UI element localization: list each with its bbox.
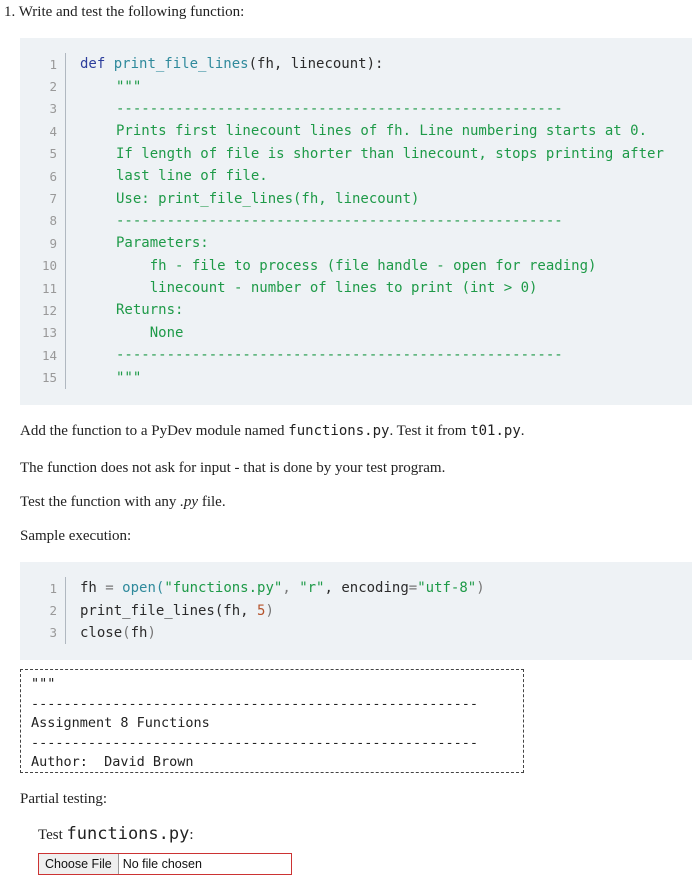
code-line: 3 --------------------------------------… bbox=[20, 97, 692, 121]
output-line: Assignment 8 Functions bbox=[31, 715, 210, 731]
docstring-line: If length of file is shorter than lineco… bbox=[116, 145, 664, 162]
code-line: 6 last line of file. bbox=[20, 164, 692, 188]
docstring-line: """ bbox=[116, 78, 142, 95]
code-line: 5 If length of file is shorter than line… bbox=[20, 142, 692, 165]
file-upload-input[interactable]: Choose File No file chosen bbox=[38, 853, 292, 875]
docstring-line: Parameters: bbox=[116, 235, 209, 252]
code-line: 1 def print_file_lines(fh, linecount): bbox=[20, 53, 692, 76]
code-line: 12 Returns: bbox=[20, 299, 692, 322]
def-keyword: def bbox=[80, 56, 106, 73]
instruction-input: The function does not ask for input - th… bbox=[20, 460, 446, 476]
docstring-line: ----------------------------------------… bbox=[116, 100, 563, 117]
line-number: 10 bbox=[20, 254, 66, 277]
output-line: Author: David Brown bbox=[31, 754, 194, 770]
line-number: 12 bbox=[20, 299, 66, 322]
test-file-name: t01.py bbox=[470, 423, 521, 439]
docstring-line: Use: print_file_lines(fh, linecount) bbox=[116, 190, 420, 207]
function-name: print_file_lines bbox=[113, 56, 249, 73]
code-line: 13 None bbox=[20, 321, 692, 345]
question-heading: 1. Write and test the following function… bbox=[4, 4, 245, 20]
output-line: """ bbox=[31, 676, 56, 692]
function-code-block: 1 def print_file_lines(fh, linecount): 2… bbox=[20, 38, 692, 405]
test-label: Test functions.py: bbox=[38, 824, 194, 844]
line-number: 1 bbox=[20, 53, 66, 76]
line-number: 2 bbox=[20, 75, 66, 98]
docstring-line: last line of file. bbox=[116, 168, 268, 185]
output-line: ----------------------------------------… bbox=[31, 695, 479, 712]
line-number: 5 bbox=[20, 142, 66, 165]
docstring-line: ----------------------------------------… bbox=[116, 347, 563, 364]
code-line: 11 linecount - number of lines to print … bbox=[20, 276, 692, 300]
code-line: 15 """ bbox=[20, 366, 692, 389]
code-line: 10 fh - file to process (file handle - o… bbox=[20, 254, 692, 277]
code-line: 2 """ bbox=[20, 75, 692, 98]
code-line: 4 Prints first linecount lines of fh. Li… bbox=[20, 120, 692, 143]
line-number: 15 bbox=[20, 366, 66, 389]
test-module-name: functions.py bbox=[66, 824, 190, 844]
line-number: 1 bbox=[20, 577, 66, 600]
py-extension: .py bbox=[180, 494, 199, 510]
docstring-line: """ bbox=[116, 369, 142, 386]
partial-testing-label: Partial testing: bbox=[20, 791, 108, 807]
docstring-line: ----------------------------------------… bbox=[116, 212, 563, 229]
line-number: 3 bbox=[20, 97, 66, 121]
docstring-line: fh - file to process (file handle - open… bbox=[116, 257, 597, 274]
line-number: 8 bbox=[20, 209, 66, 233]
code-line: 1 fh = open("functions.py", "r", encodin… bbox=[20, 577, 692, 600]
code-line: 2 print_file_lines(fh, 5) bbox=[20, 599, 692, 622]
line-number: 7 bbox=[20, 187, 66, 210]
code-line: 7 Use: print_file_lines(fh, linecount) bbox=[20, 187, 692, 210]
line-number: 9 bbox=[20, 232, 66, 255]
instruction-test: Test the function with any .py file. bbox=[20, 494, 226, 510]
sample-output-box: """ ------------------------------------… bbox=[20, 669, 524, 773]
line-number: 11 bbox=[20, 276, 66, 300]
code-line: 14 -------------------------------------… bbox=[20, 344, 692, 367]
file-status-text: No file chosen bbox=[122, 857, 202, 871]
line-number: 3 bbox=[20, 621, 66, 645]
line-number: 4 bbox=[20, 120, 66, 143]
docstring-line: linecount - number of lines to print (in… bbox=[116, 280, 538, 297]
code-line: 8 --------------------------------------… bbox=[20, 209, 692, 233]
sample-execution-label: Sample execution: bbox=[20, 528, 132, 544]
line-number: 14 bbox=[20, 344, 66, 367]
module-name: functions.py bbox=[288, 423, 390, 439]
choose-file-button[interactable]: Choose File bbox=[39, 854, 119, 874]
instruction-module: Add the function to a PyDev module named… bbox=[20, 423, 525, 439]
line-number: 13 bbox=[20, 321, 66, 345]
line-number: 2 bbox=[20, 599, 66, 622]
output-line: ----------------------------------------… bbox=[31, 734, 479, 751]
code-line: 3 close(fh) bbox=[20, 621, 692, 645]
code-line: 9 Parameters: bbox=[20, 232, 692, 255]
sample-code-block: 1 fh = open("functions.py", "r", encodin… bbox=[20, 562, 692, 660]
docstring-line: Returns: bbox=[116, 302, 184, 319]
line-number: 6 bbox=[20, 164, 66, 188]
docstring-line: None bbox=[116, 324, 184, 341]
function-params: (fh, linecount): bbox=[248, 56, 384, 73]
docstring-line: Prints first linecount lines of fh. Line… bbox=[116, 123, 648, 140]
